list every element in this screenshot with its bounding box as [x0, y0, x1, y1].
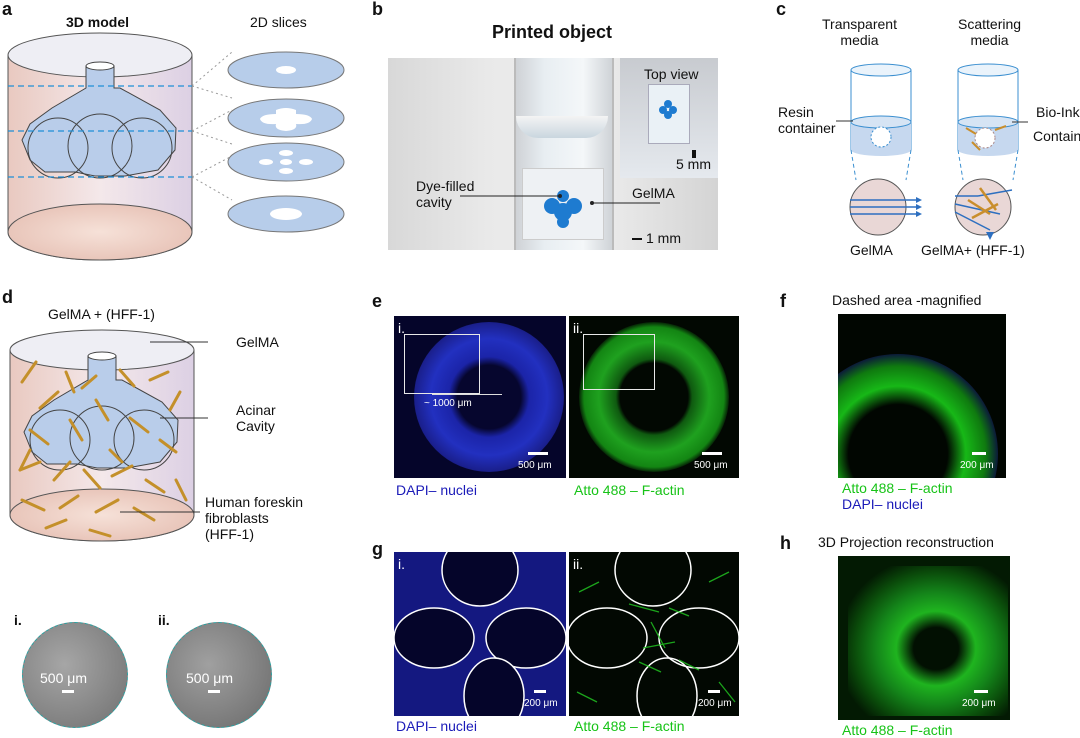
- panel-label-g: g: [372, 539, 383, 559]
- scale-label-f: 200 μm: [960, 460, 994, 471]
- distance-label-e: ~ 1000 μm: [424, 398, 472, 409]
- g-dapi-outline: [394, 552, 566, 716]
- gelma-label-c: GelMA: [850, 242, 893, 258]
- scale-label-d-i: 500 μm: [40, 670, 87, 686]
- scale-bar-1mm: [632, 238, 642, 240]
- dapi-ring: [414, 322, 564, 472]
- resin-container-label: Resin container: [778, 104, 836, 137]
- caption-g-actin: Atto 488 – F-actin: [574, 718, 685, 734]
- caption-e-actin: Atto 488 – F-actin: [574, 482, 685, 498]
- panel-g-dapi-image: [394, 552, 566, 716]
- panel-d-sub-ii: ii.: [158, 612, 170, 628]
- panel-d-title: GelMA + (HFF-1): [48, 306, 155, 322]
- scale-label-g-i: 200 μm: [524, 698, 558, 709]
- panel-h-title: 3D Projection reconstruction: [818, 534, 994, 550]
- panel-label-a: a: [2, 0, 13, 19]
- panel-label-h: h: [780, 533, 791, 553]
- panel-g-sub-ii: ii.: [573, 556, 584, 572]
- cuvette-top-band: [516, 116, 608, 138]
- panel-label-b: b: [372, 0, 383, 19]
- scale-bar-5mm: [692, 150, 696, 158]
- scale-bar-e-i: [528, 452, 548, 455]
- top-view-cuvette: [648, 84, 690, 144]
- g-actin-outline: [569, 552, 739, 716]
- panel-b-title: Printed object: [492, 22, 613, 42]
- top-view-label: Top view: [644, 66, 699, 82]
- scale-label-g-ii: 200 μm: [698, 698, 732, 709]
- panel-a-2d-slices-title: 2D slices: [250, 14, 307, 30]
- dye-filled-cavity-label: Dye-filled cavity: [416, 178, 475, 211]
- scale-label-1mm: 1 mm: [646, 230, 681, 246]
- scale-bar-d-ii: [208, 690, 220, 693]
- panel-label-e: e: [372, 291, 383, 311]
- scale-bar-e-ii: [702, 452, 722, 455]
- panel-e-actin-image: [569, 316, 739, 478]
- top-view-blob: [659, 100, 677, 119]
- top-view-inset: [620, 58, 718, 178]
- panel-a-3d-model-title: 3D model: [66, 14, 130, 30]
- container-label: Container: [1033, 128, 1080, 144]
- scale-label-h: 200 μm: [962, 698, 996, 709]
- panel-f-magnified-image: [838, 314, 1006, 478]
- bio-ink-label: Bio-Ink: [1036, 104, 1080, 120]
- transparent-media-label: Transparent media: [822, 16, 897, 49]
- gelma-hff-label-c: GelMA+ (HFF-1): [921, 242, 1025, 258]
- scale-bar-g-ii: [708, 690, 720, 693]
- gelma-label-b: GelMA: [632, 185, 675, 201]
- actin-dashed-box: [583, 334, 655, 390]
- panel-label-f: f: [780, 291, 786, 311]
- panel-a-3d-model-diagram: [7, 32, 345, 261]
- distance-arrow-e: [432, 394, 502, 395]
- caption-h-actin: Atto 488 – F-actin: [842, 722, 953, 738]
- scale-label-e-ii: 500 μm: [694, 460, 728, 471]
- scale-label-e-i: 500 μm: [518, 460, 552, 471]
- panel-d-micrograph-i: [22, 622, 128, 728]
- caption-e-dapi: DAPI– nuclei: [396, 482, 477, 498]
- panel-e-sub-i: i.: [398, 320, 405, 336]
- panel-h-projection-image: [838, 556, 1010, 720]
- scale-bar-f: [972, 452, 986, 455]
- panel-b-photo: [388, 58, 718, 250]
- scattering-media-label: Scattering media: [958, 16, 1022, 49]
- panel-label-c: c: [776, 0, 787, 19]
- scale-bar-d-i: [62, 690, 74, 693]
- panel-d-sub-i: i.: [14, 612, 22, 628]
- fibroblasts-label: Human foreskin fibroblasts (HFF-1): [205, 494, 304, 543]
- caption-f-dapi: DAPI– nuclei: [842, 496, 923, 512]
- caption-g-dapi: DAPI– nuclei: [396, 718, 477, 734]
- dye-filled-cavity-blob: [544, 190, 582, 228]
- scale-bar-g-i: [534, 690, 546, 693]
- acinar-cavity-label: Acinar Cavity: [236, 402, 276, 435]
- caption-f-actin: Atto 488 – F-actin: [842, 480, 953, 496]
- panel-e-dapi-image: [394, 316, 566, 478]
- panel-g-actin-image: [569, 552, 739, 716]
- panel-f-title: Dashed area -magnified: [832, 292, 982, 308]
- panel-d-micrograph-ii: [166, 622, 272, 728]
- fibroblast-cells: [18, 360, 188, 538]
- projection-actin: [848, 566, 1008, 716]
- scale-label-5mm: 5 mm: [676, 156, 711, 172]
- scale-label-d-ii: 500 μm: [186, 670, 233, 686]
- panel-g-sub-i: i.: [398, 556, 405, 572]
- panel-label-d: d: [2, 287, 13, 307]
- scale-bar-h: [974, 690, 988, 693]
- dapi-dashed-box: [404, 334, 480, 394]
- gelma-label-d: GelMA: [236, 334, 279, 350]
- panel-e-sub-ii: ii.: [573, 320, 584, 336]
